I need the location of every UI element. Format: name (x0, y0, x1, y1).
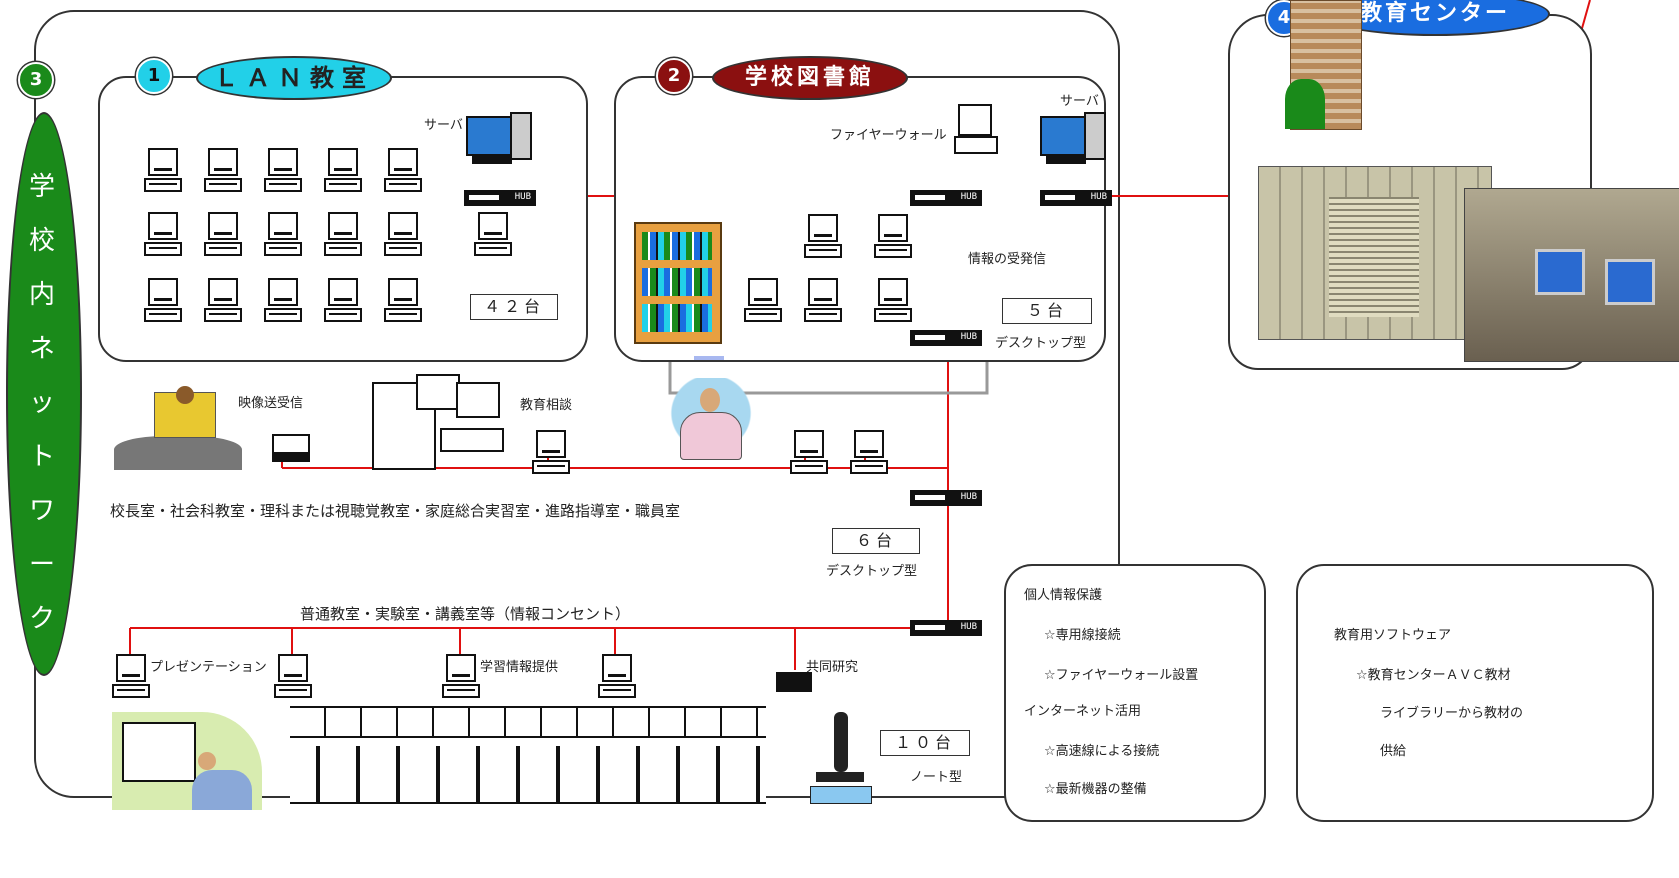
privacy-item-1: ☆専用線接続 (1044, 628, 1121, 643)
lan-count: ４２台 (470, 294, 558, 320)
av-cart-icon (366, 374, 516, 470)
classroom-rooms-label: 普通教室・実験室・講義室等（情報コンセント） (300, 605, 631, 623)
firewall-icon (954, 104, 1014, 164)
lan-server-icon (466, 110, 536, 170)
presentation-image (112, 712, 262, 810)
network-number-badge: 3 (18, 62, 54, 98)
library-server-icon (1040, 110, 1110, 170)
offices-hub: HUB (910, 490, 982, 506)
lan-server-label: サーバ (424, 118, 463, 133)
pc-icon (324, 212, 362, 256)
library-accent (694, 356, 724, 360)
internet-heading: インターネット活用 (1024, 704, 1142, 719)
pc-icon (204, 278, 242, 322)
software-line-3: 供給 (1380, 744, 1407, 759)
software-heading: 教育用ソフトウェア (1334, 628, 1452, 643)
privacy-heading: 個人情報保護 (1024, 588, 1103, 603)
laptop-icon (442, 654, 480, 698)
office-rooms-label: 校長室・社会科教室・理科または視聴覚教室・家庭総合実習室・進路指導室・職員室 (110, 502, 681, 520)
library-hub-3-label: HUB (960, 332, 977, 342)
video-label: 映像送受信 (238, 396, 304, 411)
privacy-box (1004, 564, 1266, 822)
library-count: ５台 (1002, 298, 1092, 324)
lan-room-title: ＬＡＮ教室 (196, 56, 392, 100)
classroom-count: １０台 (880, 730, 970, 756)
lan-hub: HUB (464, 190, 536, 206)
bookshelf-icon (634, 222, 722, 344)
software-line-1: ☆教育センターＡＶＣ教材 (1356, 668, 1511, 683)
pc-icon (144, 212, 182, 256)
pc-icon (324, 278, 362, 322)
library-hub-3: HUB (910, 330, 982, 346)
privacy-item-2: ☆ファイヤーウォール設置 (1044, 668, 1199, 683)
classroom-type: ノート型 (910, 770, 963, 785)
pc-icon (144, 148, 182, 192)
pc-icon (474, 212, 512, 256)
library-hub-2-label: HUB (1090, 192, 1107, 202)
library-server-label: サーバ (1060, 94, 1099, 109)
school-network-oval (6, 112, 82, 676)
pc-icon (804, 278, 842, 322)
library-number-badge: 2 (656, 58, 692, 94)
pc-icon (532, 430, 570, 474)
pc-icon (384, 278, 422, 322)
building-image (1285, 0, 1362, 130)
pc-icon (804, 214, 842, 258)
pc-icon (204, 148, 242, 192)
video-device-icon (272, 434, 310, 462)
classroom-desks-image (290, 706, 766, 806)
classroom-hub: HUB (910, 620, 982, 636)
laptop-icon (776, 672, 812, 692)
pc-icon (850, 430, 888, 474)
pc-icon (384, 148, 422, 192)
pc-icon (384, 212, 422, 256)
classroom-hub-label: HUB (960, 622, 977, 632)
school-network-label: 学校内ネットワーク (20, 160, 64, 646)
info-provide-label: 学習情報提供 (480, 660, 559, 675)
computer-room-image (1464, 188, 1679, 362)
software-box (1296, 564, 1654, 822)
microscope-icon (810, 712, 872, 804)
offices-count: ６台 (832, 528, 920, 554)
offices-type: デスクトップ型 (826, 564, 918, 579)
lan-room-number-badge: 1 (136, 58, 172, 94)
lan-hub-label: HUB (514, 192, 531, 202)
internet-item-2: ☆最新機器の整備 (1044, 782, 1147, 797)
pc-icon (744, 278, 782, 322)
pc-icon (204, 212, 242, 256)
library-hub-1-label: HUB (960, 192, 977, 202)
presentation-label: プレゼンテーション (150, 660, 267, 675)
library-hub-1: HUB (910, 190, 982, 206)
pc-icon (874, 214, 912, 258)
library-title: 学校図書館 (712, 56, 908, 100)
pc-icon (790, 430, 828, 474)
software-line-2: ライブラリーから教材の (1380, 706, 1524, 721)
consult-label: 教育相談 (520, 398, 573, 413)
pc-icon (264, 278, 302, 322)
library-hub-2: HUB (1040, 190, 1112, 206)
info-exchange-label: 情報の受発信 (968, 252, 1047, 267)
pc-icon (264, 212, 302, 256)
library-type: デスクトップ型 (995, 336, 1087, 351)
laptop-icon (112, 654, 150, 698)
server-rack-image (1258, 166, 1492, 340)
counselor-image (656, 378, 766, 466)
pc-icon (324, 148, 362, 192)
pc-icon (144, 278, 182, 322)
pc-icon (264, 148, 302, 192)
internet-item-1: ☆高速線による接続 (1044, 744, 1160, 759)
video-conference-image (114, 386, 242, 470)
firewall-label: ファイヤーウォール (830, 128, 947, 143)
pc-icon (874, 278, 912, 322)
offices-hub-label: HUB (960, 492, 977, 502)
school-network-text: 学校内ネットワーク (28, 172, 55, 634)
joint-research-label: 共同研究 (806, 660, 859, 675)
laptop-icon (598, 654, 636, 698)
laptop-icon (274, 654, 312, 698)
